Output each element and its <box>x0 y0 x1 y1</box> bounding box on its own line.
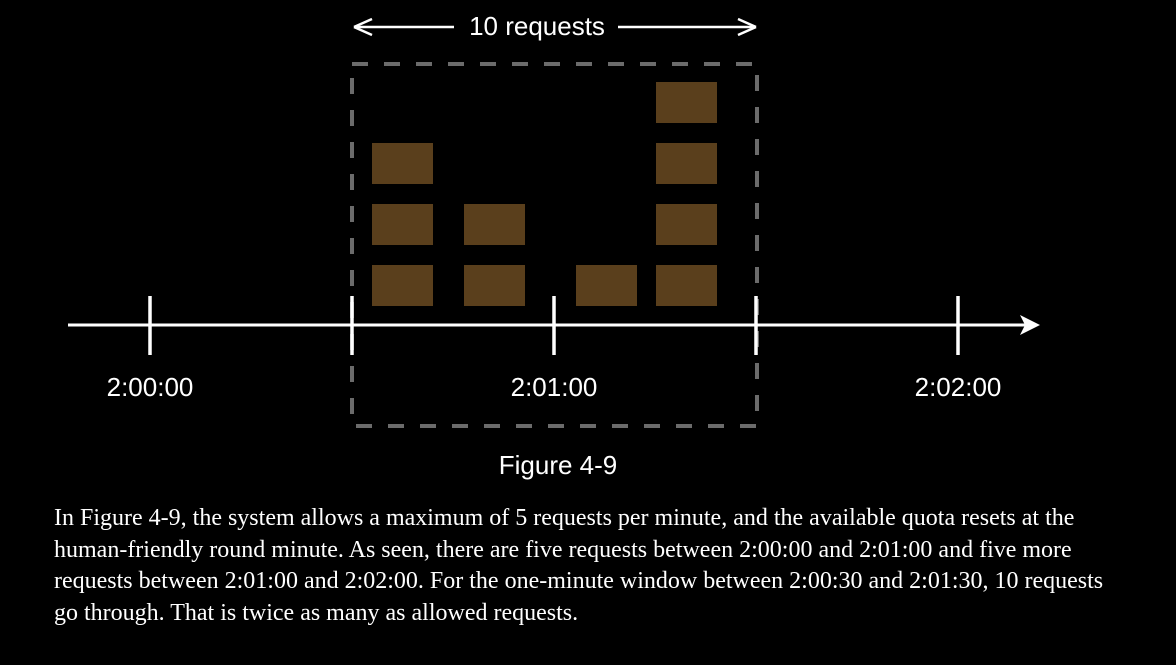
request-box <box>464 265 525 306</box>
request-box <box>656 143 717 184</box>
window-dashed-box <box>350 62 759 428</box>
window-label: 10 requests <box>469 11 605 41</box>
request-box <box>656 82 717 123</box>
timeline-arrow-head-icon <box>1020 315 1040 335</box>
sliding-window-diagram: 10 requests 2:00:00 2:01:00 2:02:00 <box>68 11 1040 428</box>
request-box <box>576 265 637 306</box>
request-box <box>372 265 433 306</box>
tick-label: 2:01:00 <box>511 372 598 402</box>
window-span-arrow: 10 requests <box>353 11 757 41</box>
request-box <box>656 204 717 245</box>
request-box <box>372 204 433 245</box>
body-paragraph: In Figure 4-9, the system allows a maxim… <box>54 505 1104 626</box>
window-arrow-right-head-icon <box>737 17 757 37</box>
request-box <box>656 265 717 306</box>
window-arrow-left-head-icon <box>353 17 373 37</box>
figure-caption: Figure 4-9 <box>498 450 618 480</box>
request-box <box>464 204 525 245</box>
request-box <box>372 143 433 184</box>
tick-label: 2:02:00 <box>915 372 1002 402</box>
request-stacks <box>372 82 717 306</box>
timeline-ticks: 2:00:00 2:01:00 2:02:00 <box>107 296 1002 402</box>
tick-label: 2:00:00 <box>107 372 194 402</box>
